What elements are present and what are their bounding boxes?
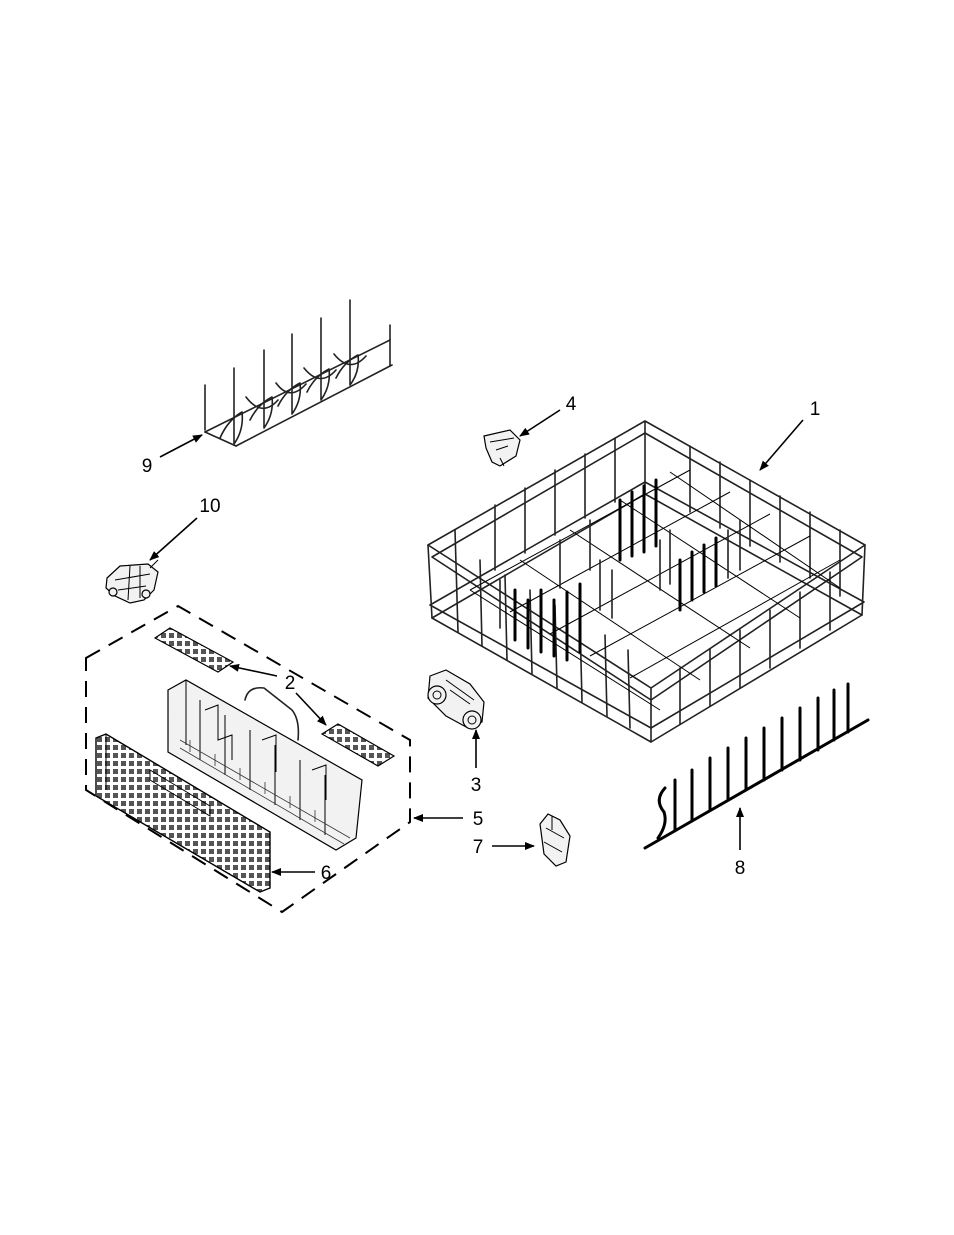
part-2-basket-cover-left: [155, 628, 233, 672]
part-2-basket-cover-right: [322, 724, 394, 766]
callout-3: 3: [471, 775, 482, 796]
callout-5: 5: [473, 809, 484, 830]
leader-10: [150, 518, 197, 560]
callout-10: 10: [199, 496, 220, 517]
part-3-roller: [428, 670, 484, 729]
part-7-clip: [540, 814, 570, 866]
callout-6: 6: [321, 863, 332, 884]
callout-4: 4: [566, 394, 577, 415]
part-9-stemware-rack: [205, 300, 392, 446]
part-8-tine-row: [645, 684, 868, 848]
leader-1: [760, 420, 803, 470]
leader-4: [520, 410, 560, 436]
part-10-rack-adjuster: [106, 560, 158, 603]
callout-9: 9: [142, 456, 153, 477]
callout-2: 2: [285, 673, 296, 694]
part-1-lower-rack: [428, 421, 865, 742]
callout-7: 7: [473, 837, 484, 858]
leader-lines: [150, 410, 803, 872]
callout-1: 1: [810, 399, 821, 420]
leader-2a: [230, 666, 277, 676]
part-4-rack-stop: [484, 430, 520, 466]
leader-9: [160, 435, 202, 457]
callout-8: 8: [735, 858, 746, 879]
callout-labels: 1 2 3 4 5 6 7 8 9 10: [142, 394, 821, 884]
leader-2b: [296, 693, 326, 725]
